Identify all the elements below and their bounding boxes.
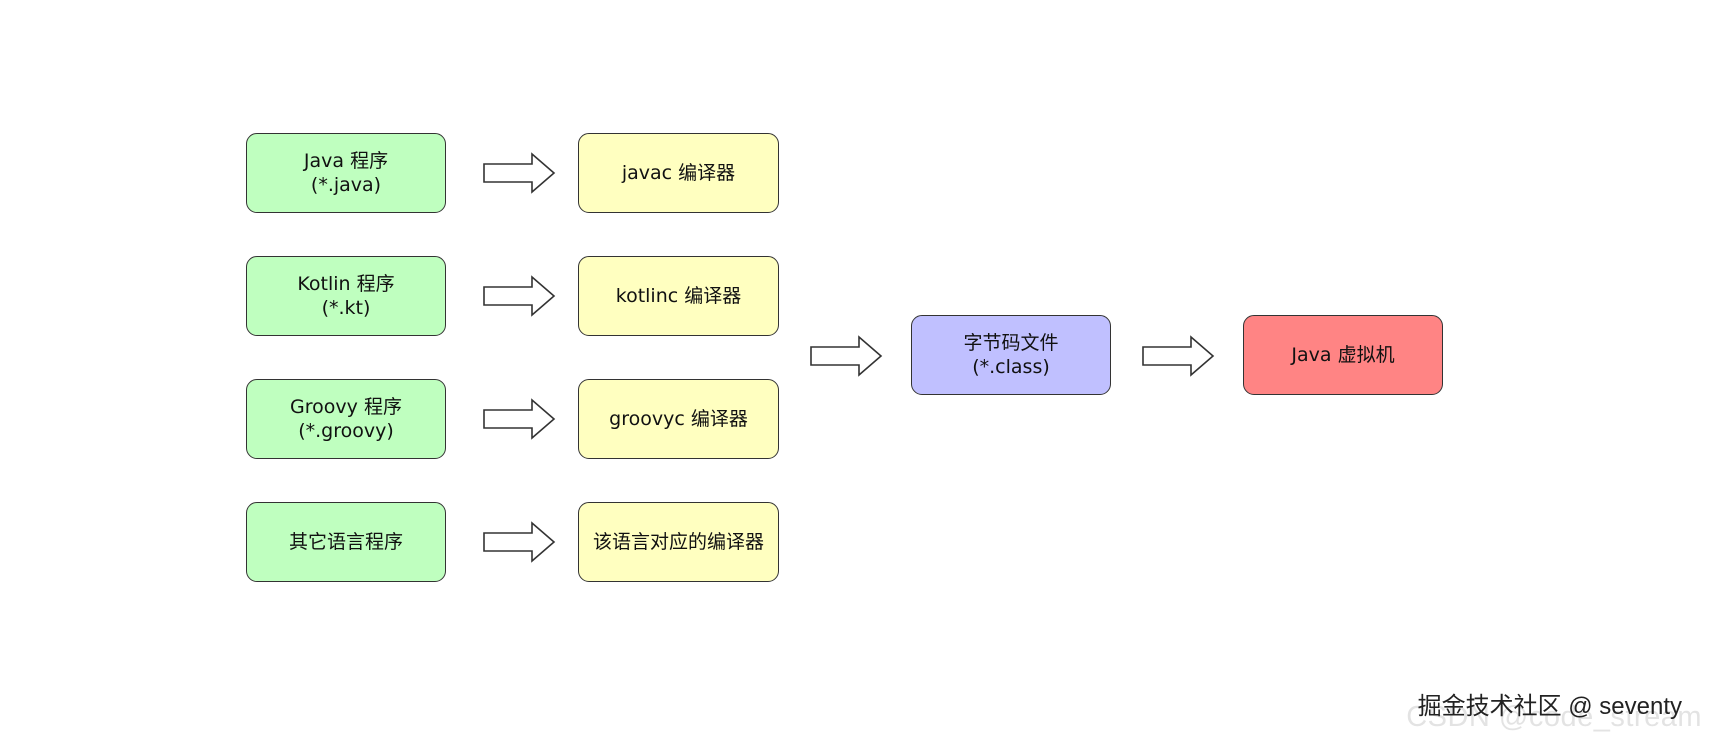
arrow-other-to-compiler-icon <box>482 521 556 563</box>
source-node-java-extension: (*.java) <box>310 174 382 196</box>
source-node-groovy-title: Groovy 程序 <box>290 395 402 418</box>
source-node-groovy: Groovy 程序 (*.groovy) <box>246 379 446 459</box>
arrow-kotlin-to-compiler-icon <box>482 275 556 317</box>
bytecode-node-extension: (*.class) <box>972 356 1050 378</box>
bytecode-node: 字节码文件 (*.class) <box>911 315 1111 395</box>
watermark-foreground-text: 掘金技术社区 @ seventy <box>1417 693 1682 720</box>
jvm-node-label: Java 虚拟机 <box>1291 343 1395 366</box>
source-node-other-title: 其它语言程序 <box>288 530 403 553</box>
source-node-groovy-extension: (*.groovy) <box>298 420 394 442</box>
source-node-other: 其它语言程序 <box>246 502 446 582</box>
compiler-node-javac: javac 编译器 <box>578 133 779 213</box>
source-node-java-title: Java 程序 <box>303 149 389 172</box>
compiler-node-groovyc-label: groovyc 编译器 <box>609 407 748 430</box>
arrow-bytecode-to-jvm-icon <box>1141 335 1215 377</box>
jvm-node: Java 虚拟机 <box>1243 315 1443 395</box>
compiler-node-other-label: 该语言对应的编译器 <box>592 530 764 553</box>
arrow-compilers-to-bytecode-icon <box>809 335 883 377</box>
bytecode-node-title: 字节码文件 <box>963 331 1059 354</box>
compiler-node-javac-label: javac 编译器 <box>621 161 736 184</box>
source-node-java: Java 程序 (*.java) <box>246 133 446 213</box>
compiler-node-kotlinc-label: kotlinc 编译器 <box>615 284 742 307</box>
compiler-node-other: 该语言对应的编译器 <box>578 502 779 582</box>
watermark: CSDN @code_stream 掘金技术社区 @ seventy <box>1402 686 1702 734</box>
compiler-node-groovyc: groovyc 编译器 <box>578 379 779 459</box>
source-node-kotlin: Kotlin 程序 (*.kt) <box>246 256 446 336</box>
arrow-groovy-to-compiler-icon <box>482 398 556 440</box>
source-node-kotlin-title: Kotlin 程序 <box>297 272 395 295</box>
source-node-kotlin-extension: (*.kt) <box>321 297 371 319</box>
compiler-node-kotlinc: kotlinc 编译器 <box>578 256 779 336</box>
watermark-background-text: CSDN @code_stream <box>1406 701 1702 733</box>
arrow-java-to-compiler-icon <box>482 152 556 194</box>
